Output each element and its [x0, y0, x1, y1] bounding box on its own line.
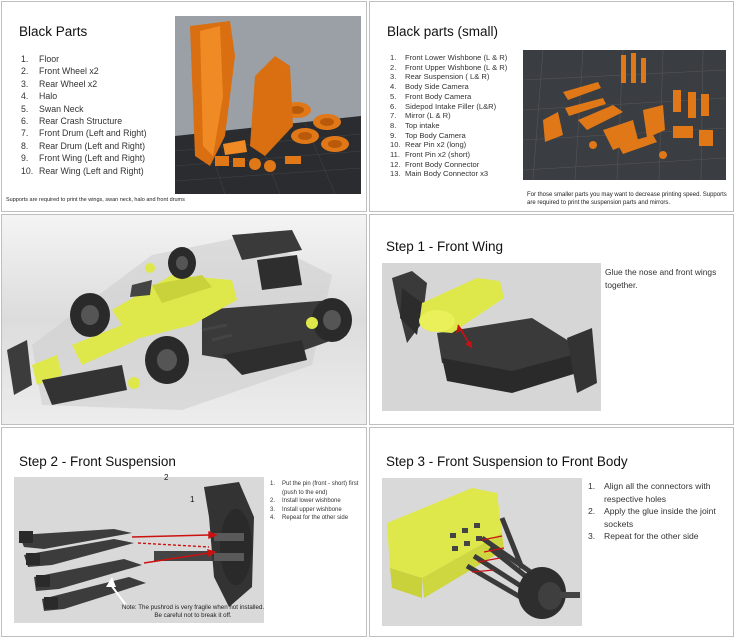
callout-1: 1 [190, 495, 195, 504]
list-item: 1.Put the pin (front - short) first (pus… [270, 481, 359, 496]
step-caption: Glue the nose and front wings together. [605, 267, 717, 290]
list-item: 10.Rear Pin x2 (long) [390, 140, 467, 150]
list-item: 2.Apply the glue inside the joint socket… [588, 506, 716, 529]
list-item: 6.Sidepod Intake Filler (L&R) [390, 101, 497, 111]
supports-note: For those smaller parts you may want to … [527, 192, 727, 206]
list-item: 8.Rear Drum (Left and Right) [21, 140, 146, 151]
list-item: 3.Install upper wishbone [270, 506, 342, 513]
list-item: 4.Body Side Camera [390, 82, 469, 92]
step1-front-wing-panel: Step 1 - Front Wing Glue the nose and fr… [369, 214, 734, 425]
step-title: Step 2 - Front Suspension [19, 454, 176, 469]
list-item: 6.Rear Crash Structure [21, 116, 123, 127]
list-item: 3.Rear Wheel x2 [21, 78, 98, 89]
callout-2: 2 [164, 473, 169, 482]
list-item: 5.Front Body Camera [390, 91, 472, 101]
supports-note: Supports are required to print the wings… [6, 197, 185, 203]
front-suspension-image [14, 477, 264, 623]
front-wing-image [382, 263, 601, 411]
step-title: Step 1 - Front Wing [386, 239, 504, 254]
list-item: 9.Top Body Camera [390, 130, 466, 140]
exploded-car-panel [1, 214, 367, 425]
list-item: 2.Front Upper Wishbone (L & R) [390, 62, 508, 72]
list-item: 1.Align all the connectors with respecti… [588, 481, 711, 504]
panel-title: Black parts (small) [387, 24, 499, 39]
panel-title: Black Parts [19, 24, 88, 39]
suspension-to-body-image [382, 478, 582, 626]
instruction-list: 1.Align all the connectors with respecti… [588, 480, 726, 543]
list-item: 7.Front Drum (Left and Right) [21, 128, 147, 139]
step-title: Step 3 - Front Suspension to Front Body [386, 454, 628, 469]
list-item: 1.Floor [21, 54, 60, 64]
list-item: 2.Front Wheel x2 [21, 66, 99, 77]
parts-list: 1.Front Lower Wishbone (L & R) 2.Front U… [390, 53, 507, 179]
list-item: 13.Main Body Connector x3 [390, 169, 489, 179]
black-parts-small-panel: Black parts (small) 1.Front Lower Wishbo… [369, 1, 734, 212]
list-item: 9.Front Wing (Left and Right) [21, 153, 146, 164]
list-item: 12.Front Body Connector [390, 159, 480, 169]
small-parts-print-image [523, 50, 726, 180]
parts-list: 1.Floor 2.Front Wheel x2 3.Rear Wheel x2… [21, 53, 147, 177]
list-item: 4.Repeat for the other side [270, 515, 349, 522]
pushrod-note: Note: The pushrod is very fragile when n… [121, 604, 265, 620]
step3-suspension-to-body-panel: Step 3 - Front Suspension to Front Body … [369, 427, 734, 637]
list-item: 5.Swan Neck [21, 103, 84, 114]
list-item: 3.Repeat for the other side [588, 531, 699, 541]
list-item: 4.Halo [21, 91, 58, 102]
list-item: 1.Front Lower Wishbone (L & R) [390, 53, 508, 62]
list-item: 2.Install lower wishbone [270, 498, 341, 505]
list-item: 10.Rear Wing (Left and Right) [21, 165, 144, 176]
black-parts-panel: Black Parts 1.Floor 2.Front Wheel x2 3.R… [1, 1, 367, 212]
step2-front-suspension-panel: Step 2 - Front Suspension 2 1 [1, 427, 367, 637]
print-bed-image [175, 16, 361, 194]
list-item: 3.Rear Suspension ( L& R) [390, 72, 490, 82]
list-item: 11.Front Pin x2 (short) [390, 150, 470, 160]
exploded-car-image [2, 215, 366, 424]
list-item: 7.Mirror (L & R) [390, 111, 451, 121]
instruction-list: 1.Put the pin (front - short) first (pus… [270, 480, 362, 523]
list-item: 8.Top intake [390, 120, 440, 130]
